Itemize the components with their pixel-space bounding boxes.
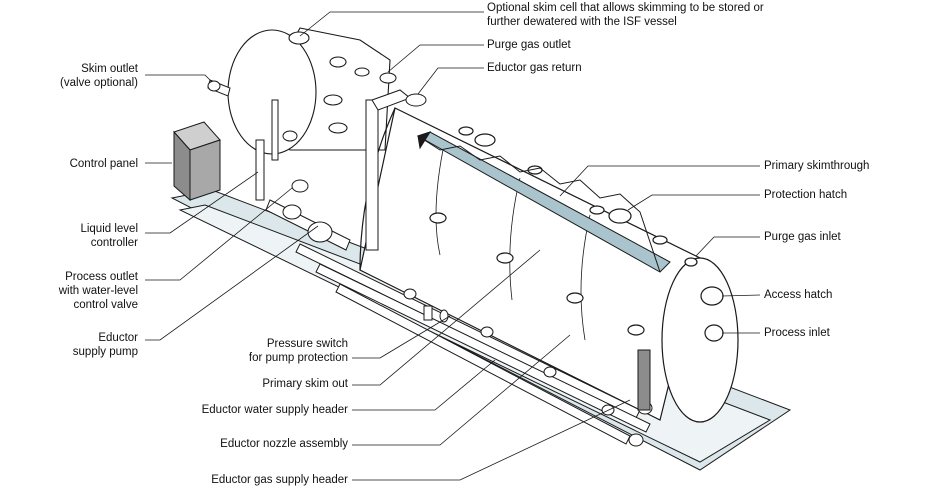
label-skim-outlet-line1: Skim outlet xyxy=(81,63,138,75)
label-purge-gas-outlet: Purge gas outlet xyxy=(487,39,571,51)
label-process-outlet-line2: with water-level xyxy=(58,285,138,297)
label-eductor-water-header: Eductor water supply header xyxy=(201,404,348,416)
label-liquid-level-line1: Liquid level xyxy=(80,223,138,235)
label-eductor-gas-header: Eductor gas supply header xyxy=(211,474,348,486)
gas-return-pipe xyxy=(365,72,427,251)
label-primary-skim-out: Primary skim out xyxy=(262,378,348,390)
label-optional-skim-cell: Optional skim cell that allows skimming … xyxy=(487,1,764,29)
label-purge-gas-inlet: Purge gas inlet xyxy=(764,231,841,243)
control-panel xyxy=(173,121,221,202)
label-eductor-supply-pump: Eductor supply pump xyxy=(20,331,138,359)
label-liquid-level-line2: controller xyxy=(90,237,138,249)
label-process-outlet: Process outlet with water-level control … xyxy=(20,270,138,312)
label-access-hatch: Access hatch xyxy=(764,289,833,301)
label-control-panel: Control panel xyxy=(69,158,138,170)
label-process-outlet-line3: control valve xyxy=(73,299,138,311)
main-vessel xyxy=(359,107,739,423)
label-eductor-supply-line1: Eductor xyxy=(98,332,138,344)
label-optional-skim-cell-line2: further dewatered with the ISF vessel xyxy=(487,16,677,28)
leader-lines xyxy=(145,11,761,481)
skim-cell-vessel xyxy=(227,27,391,155)
label-process-outlet-line1: Process outlet xyxy=(65,271,138,283)
label-eductor-nozzle: Eductor nozzle assembly xyxy=(220,438,348,450)
label-skim-outlet-line2: (valve optional) xyxy=(60,77,138,89)
front-piping xyxy=(207,79,351,251)
label-pressure-switch-line1: Pressure switch xyxy=(266,338,348,350)
label-eductor-supply-line2: supply pump xyxy=(72,346,138,358)
skim-trough xyxy=(416,131,671,273)
label-primary-skimthrough: Primary skimthrough xyxy=(764,160,870,172)
supply-headers xyxy=(295,243,653,447)
label-pressure-switch-line2: for pump protection xyxy=(248,352,348,364)
label-skim-outlet: Skim outlet (valve optional) xyxy=(20,62,138,90)
label-optional-skim-cell-line1: Optional skim cell that allows skimming … xyxy=(487,2,764,14)
label-process-inlet: Process inlet xyxy=(764,327,830,339)
label-eductor-gas-return: Eductor gas return xyxy=(487,62,582,74)
label-liquid-level-controller: Liquid level controller xyxy=(20,222,138,250)
label-protection-hatch: Protection hatch xyxy=(764,189,848,201)
label-pressure-switch: Pressure switch for pump protection xyxy=(200,337,348,365)
